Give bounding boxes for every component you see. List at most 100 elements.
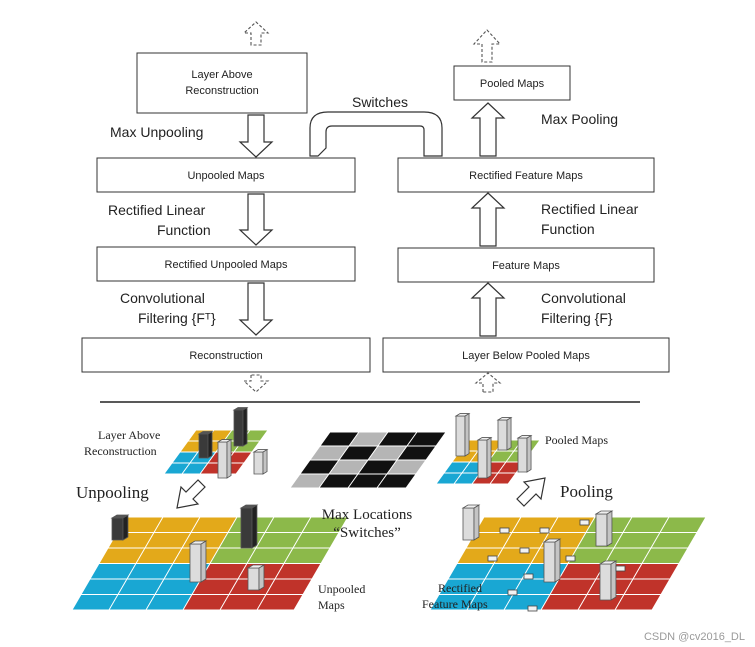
bar-front bbox=[477, 439, 488, 479]
bar-top bbox=[252, 449, 269, 453]
layer-above-reconstruction-box: Layer Above Reconstruction bbox=[136, 52, 308, 114]
small-bar bbox=[579, 519, 590, 526]
bar-top bbox=[542, 538, 562, 543]
max-pooling-label: Max Pooling bbox=[541, 111, 618, 127]
bar-front bbox=[111, 517, 124, 541]
bar-side bbox=[242, 406, 248, 447]
small-bar bbox=[523, 573, 534, 580]
rectified-left-arrow bbox=[238, 193, 274, 246]
bar-front bbox=[247, 567, 260, 591]
unpooling-arrow bbox=[176, 479, 206, 509]
bar-top bbox=[216, 439, 233, 443]
bar-top bbox=[232, 407, 249, 411]
rect-right-line1: Rectified Linear bbox=[541, 201, 639, 217]
switches-label: Switches bbox=[352, 94, 408, 110]
unpooling-label: Unpooling bbox=[76, 483, 149, 502]
bar-front bbox=[233, 409, 244, 447]
unpooled-maps-line2: Maps bbox=[318, 598, 345, 612]
bar-front bbox=[517, 437, 528, 473]
bar-top bbox=[461, 504, 481, 509]
pooled-maps-box: Pooled Maps bbox=[453, 65, 571, 101]
max-locations-line1: Max Locations bbox=[322, 507, 413, 523]
rect-right-line2: Function bbox=[541, 221, 595, 237]
bar-side bbox=[606, 510, 613, 547]
bar-front bbox=[595, 513, 608, 547]
bar-top bbox=[516, 435, 533, 439]
switches-grid bbox=[289, 431, 447, 489]
rect-left-line1: Rectified Linear bbox=[108, 202, 206, 218]
small-bar bbox=[519, 547, 530, 554]
box-text: Feature Maps bbox=[492, 260, 560, 272]
conv-left-line2: Filtering {Fᵀ} bbox=[138, 310, 216, 326]
small-bar bbox=[615, 565, 626, 572]
bar-top bbox=[188, 540, 208, 545]
pooling-label: Pooling bbox=[560, 482, 613, 501]
bar-side bbox=[200, 540, 207, 583]
small-bar bbox=[539, 527, 550, 534]
bar-side bbox=[226, 438, 232, 479]
grid-cell bbox=[614, 594, 662, 611]
layer-above-grid bbox=[163, 406, 269, 479]
pooling-arrow bbox=[516, 477, 546, 507]
dashed-up-arrow-right-top bbox=[472, 29, 502, 63]
rectified-right-arrow bbox=[470, 192, 506, 247]
box-text: Rectified Unpooled Maps bbox=[165, 259, 288, 271]
bar-side bbox=[486, 436, 492, 479]
conv-right-line2: Filtering {F} bbox=[541, 310, 613, 326]
bar-side bbox=[251, 504, 258, 549]
rect-left-line2: Function bbox=[157, 222, 211, 238]
dashed-down-arrow-left bbox=[242, 374, 270, 393]
grid-cell bbox=[489, 472, 517, 485]
rectified-feature-grid bbox=[429, 504, 707, 612]
box-text: Reconstruction bbox=[189, 350, 262, 362]
bar-side bbox=[122, 514, 129, 541]
unpooled-maps-grid bbox=[71, 504, 349, 611]
bar-front bbox=[497, 419, 508, 451]
bar-top bbox=[454, 413, 471, 417]
bar-side bbox=[554, 538, 561, 583]
max-locations-line2: “Switches” bbox=[333, 525, 400, 541]
unpooled-maps-box: Unpooled Maps bbox=[96, 157, 356, 193]
bar-top bbox=[197, 431, 214, 435]
bar-top bbox=[496, 417, 513, 421]
bar-front bbox=[599, 563, 612, 601]
box-text: Rectified Feature Maps bbox=[469, 170, 583, 182]
conv-right-line1: Convolutional bbox=[541, 290, 626, 306]
bar-top bbox=[594, 510, 614, 515]
rect-feature-line2: Feature Maps bbox=[422, 597, 488, 611]
small-bar bbox=[499, 527, 510, 534]
bar-top bbox=[476, 437, 493, 441]
small-bar bbox=[487, 555, 498, 562]
small-bar bbox=[507, 589, 518, 596]
small-bar bbox=[565, 555, 576, 562]
conv-left-arrow bbox=[238, 282, 274, 336]
bar-side bbox=[610, 560, 617, 601]
bar-side bbox=[258, 564, 265, 591]
bar-side bbox=[506, 416, 512, 451]
layer-below-pooled-maps-box: Layer Below Pooled Maps bbox=[382, 337, 670, 373]
grid-cell bbox=[376, 473, 417, 489]
bar-top bbox=[598, 560, 618, 565]
bar-front bbox=[198, 433, 209, 459]
box-text-line: Reconstruction bbox=[185, 85, 258, 97]
layer-above-line1: Layer Above bbox=[98, 428, 160, 442]
feature-maps-box: Feature Maps bbox=[397, 247, 655, 283]
bar-front bbox=[217, 441, 228, 479]
box-text: Pooled Maps bbox=[480, 78, 545, 90]
dashed-up-arrow-right-bottom bbox=[474, 372, 502, 393]
bar-top bbox=[246, 564, 266, 569]
bar-front bbox=[253, 451, 264, 475]
reconstruction-box: Reconstruction bbox=[81, 337, 371, 373]
rectified-unpooled-maps-box: Rectified Unpooled Maps bbox=[96, 246, 356, 282]
watermark: CSDN @cv2016_DL bbox=[644, 631, 745, 643]
grid-cell bbox=[256, 594, 304, 611]
bar-front bbox=[189, 543, 202, 583]
switches-bridge bbox=[309, 111, 443, 157]
conv-right-arrow bbox=[470, 282, 506, 337]
max-unpooling-arrow bbox=[238, 114, 274, 158]
small-bar bbox=[527, 605, 538, 612]
bar-side bbox=[473, 504, 480, 541]
bar-front bbox=[455, 415, 466, 457]
bar-top bbox=[110, 514, 130, 519]
